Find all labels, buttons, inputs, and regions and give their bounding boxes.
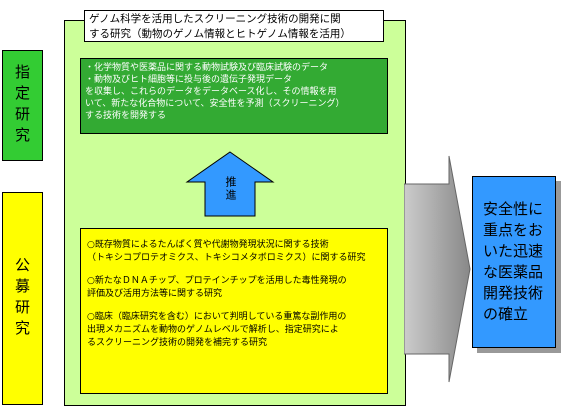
public-research-item: ○新たなＤＮＡチップ、プロテインチップを活用した毒性発現の 評価及び活用方法等に… [87,275,381,301]
outcome-line: いた迅速 [483,242,544,260]
outcome-line: 重点をお [483,221,544,239]
public-research-label-text: 公募研究 [13,256,31,341]
designated-research-label-text: 指定研究 [13,63,31,148]
public-research-line: るスクリーニング技術の開発を補完する研究 [87,338,268,348]
panel-title: ゲノム科学を活用したスクリーニング技術の開発に関 する研究（動物のゲノム情報とヒ… [84,10,384,42]
designated-research-line: する技術を開発する [85,111,167,121]
designated-research-line: ・化学物質や医薬品に関する動物試験及び臨床試験のデータ [85,63,329,73]
public-research-line: 出現メカニズムを動物のゲノムレベルで解析し、指定研究によ [87,325,339,335]
public-research-line: ○臨床（臨床研究を含む）において判明している重篤な副作用の [87,312,347,322]
outcome-line: の確立 [483,305,529,323]
designated-research-label: 指定研究 [2,50,43,161]
promotion-arrow-icon [185,151,275,217]
outcome-line: 安全性に [483,200,544,218]
outcome-line: な医薬品 [483,263,544,281]
public-research-item: ○臨床（臨床研究を含む）において判明している重篤な副作用の 出現メカニズムを動物… [87,311,381,350]
public-research-item: ○既存物質によるたんぱく質や代謝物発現状況に関する技術 （トキシコプロテオミクス… [87,239,381,265]
designated-research-box: ・化学物質や医薬品に関する動物試験及び臨床試験のデータ ・動物及びヒト細胞等に投… [80,58,388,134]
public-research-line: （トキシコプロテオミクス、トキシコメタボロミクス）に関する研究 [87,253,366,263]
panel-title-line: する研究（動物のゲノム情報とヒトゲノム情報を活用） [89,28,351,40]
promotion-arrow-label: 推進 [224,176,237,202]
public-research-line: ○新たなＤＮＡチップ、プロテインチップを活用した毒性発現の [87,276,347,286]
public-research-box: ○既存物質によるたんぱく質や代謝物発現状況に関する技術 （トキシコプロテオミクス… [80,228,388,394]
designated-research-line: いて、新たな化合物について、安全性を予測（スクリーニング） [85,99,345,109]
public-research-line: ○既存物質によるたんぱく質や代謝物発現状況に関する技術 [87,240,329,250]
outcome-arrow-icon [404,155,471,383]
outcome-box: 安全性に 重点をお いた迅速 な医薬品 開発技術 の確立 [472,176,556,348]
outcome-line: 開発技術 [483,284,544,302]
designated-research-line: を収集し、これらのデータをデータベース化し、その情報を用 [85,87,337,97]
public-research-label: 公募研究 [2,192,43,405]
public-research-line: 評価及び活用方法等に関する研究 [87,289,223,299]
designated-research-line: ・動物及びヒト細胞等に投与後の遺伝子発現データ [85,75,293,85]
panel-title-line: ゲノム科学を活用したスクリーニング技術の開発に関 [89,13,341,25]
